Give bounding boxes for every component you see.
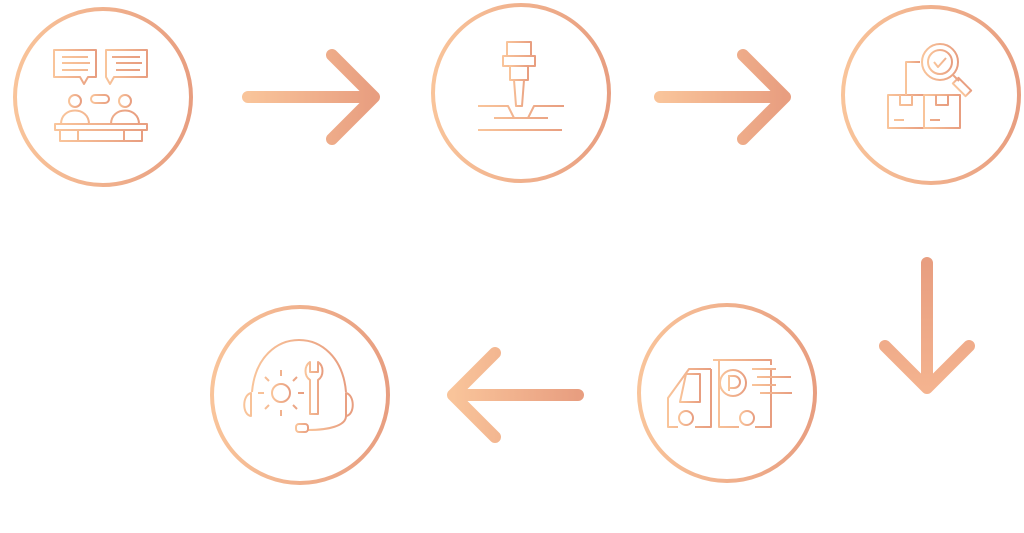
step-machining xyxy=(431,3,611,183)
step-circle xyxy=(841,5,1021,185)
step-circle xyxy=(210,305,390,485)
step-consultation xyxy=(13,7,193,187)
arrow-left-icon xyxy=(447,347,584,443)
step-support xyxy=(210,305,390,485)
arrow-down-icon xyxy=(879,257,975,394)
arrow-right-icon xyxy=(654,49,791,145)
quality-inspection-icon xyxy=(887,43,973,129)
step-circle xyxy=(637,303,817,483)
consultation-meeting-icon xyxy=(53,49,148,142)
delivery-truck-icon xyxy=(667,359,792,428)
step-circle xyxy=(431,3,611,183)
step-delivery xyxy=(637,303,817,483)
arrow-right-icon xyxy=(242,49,380,145)
step-inspection xyxy=(841,5,1021,185)
step-circle xyxy=(13,7,193,187)
support-service-icon xyxy=(243,339,354,433)
cnc-machining-icon xyxy=(478,41,564,131)
